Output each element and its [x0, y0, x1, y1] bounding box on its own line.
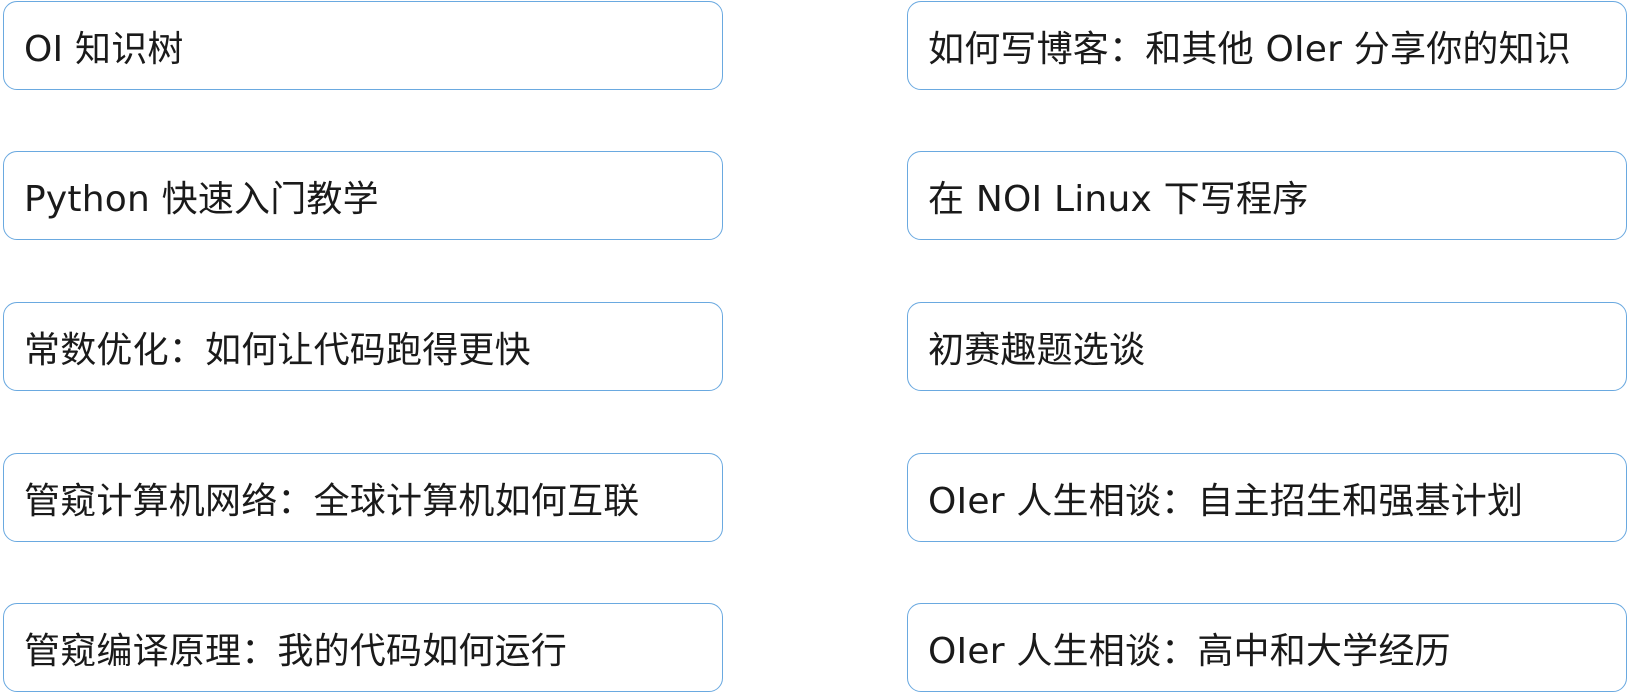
card-how-to-blog[interactable]: 如何写博客：和其他 OIer 分享你的知识 [907, 1, 1627, 90]
card-oi-knowledge-tree[interactable]: OI 知识树 [3, 1, 723, 90]
card-label: OIer 人生相谈：自主招生和强基计划 [928, 480, 1524, 522]
card-oier-life-school[interactable]: OIer 人生相谈：高中和大学经历 [907, 603, 1627, 692]
card-noi-linux[interactable]: 在 NOI Linux 下写程序 [907, 151, 1627, 240]
card-label: 在 NOI Linux 下写程序 [928, 178, 1309, 220]
card-label: 常数优化：如何让代码跑得更快 [24, 329, 531, 371]
card-label: 初赛趣题选谈 [928, 329, 1146, 371]
card-python-quickstart[interactable]: Python 快速入门教学 [3, 151, 723, 240]
card-label: 管窥计算机网络：全球计算机如何互联 [24, 480, 640, 522]
card-compiler-principles[interactable]: 管窥编译原理：我的代码如何运行 [3, 603, 723, 692]
card-label: 管窥编译原理：我的代码如何运行 [24, 630, 568, 672]
card-label: 如何写博客：和其他 OIer 分享你的知识 [928, 28, 1571, 70]
card-label: OI 知识树 [24, 28, 184, 70]
card-preliminary-puzzles[interactable]: 初赛趣题选谈 [907, 302, 1627, 391]
card-computer-networks[interactable]: 管窥计算机网络：全球计算机如何互联 [3, 453, 723, 542]
card-constant-optimization[interactable]: 常数优化：如何让代码跑得更快 [3, 302, 723, 391]
card-oier-life-admissions[interactable]: OIer 人生相谈：自主招生和强基计划 [907, 453, 1627, 542]
card-label: OIer 人生相谈：高中和大学经历 [928, 630, 1451, 672]
card-label: Python 快速入门教学 [24, 178, 379, 220]
